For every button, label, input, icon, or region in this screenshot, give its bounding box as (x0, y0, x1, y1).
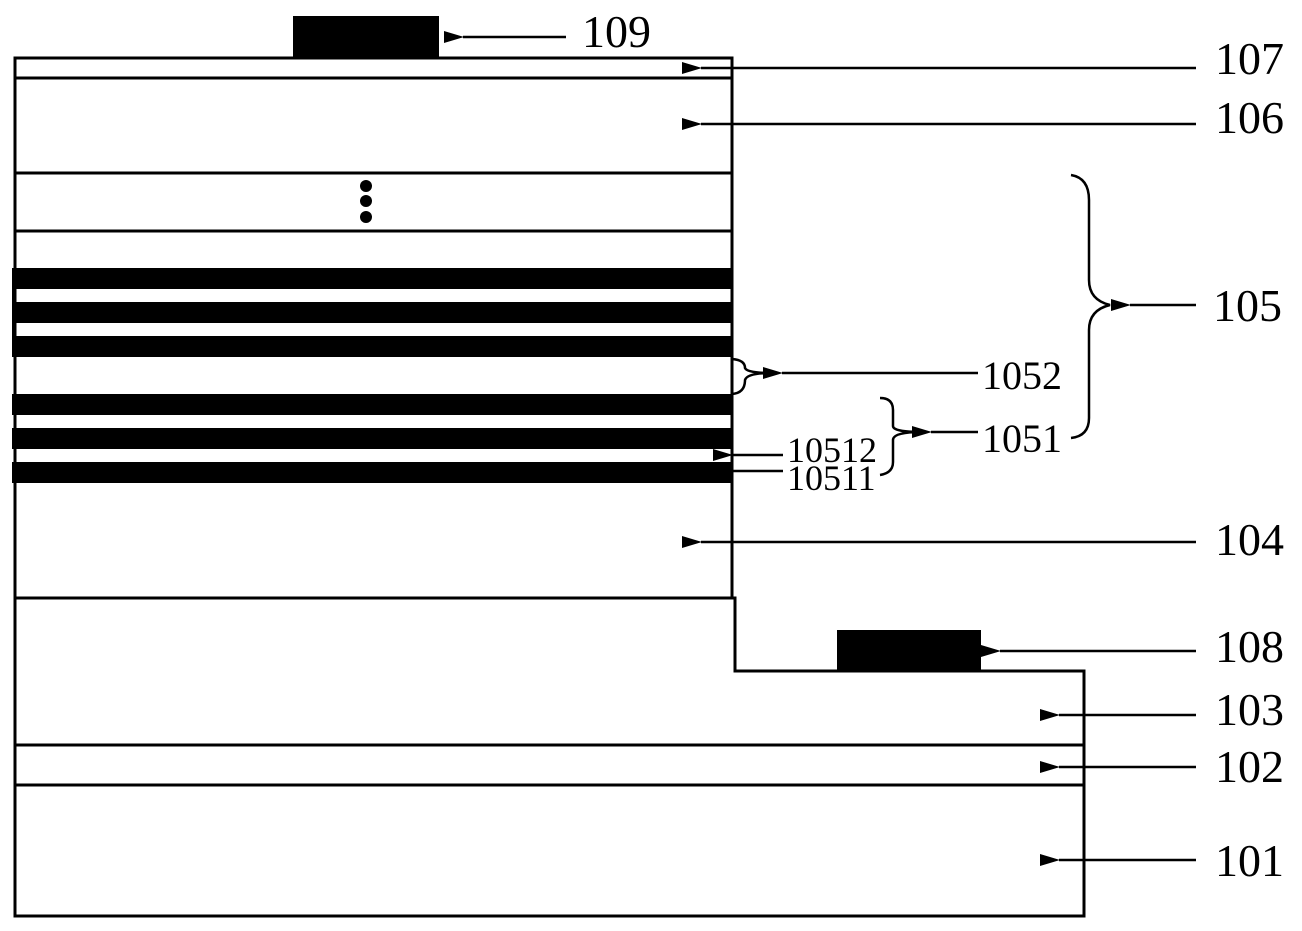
label-108: 108 (1215, 621, 1284, 672)
label-101: 101 (1215, 835, 1284, 886)
label-10512: 10512 (787, 430, 877, 470)
braces (731, 173, 1111, 477)
label-1051: 1051 (982, 416, 1062, 461)
dot (360, 180, 372, 192)
electrode-108 (837, 630, 981, 671)
quantum-well-bars (12, 268, 732, 483)
brace-1052 (731, 357, 773, 396)
label-107: 107 (1215, 33, 1284, 84)
layer-101-substrate (13, 783, 1086, 918)
leader-arrows (444, 31, 1196, 866)
well-bar (12, 302, 732, 323)
ellipsis-dots (360, 180, 372, 223)
upper-stack-outline (13, 56, 734, 598)
label-1052: 1052 (982, 353, 1062, 398)
electrode-109 (293, 16, 439, 58)
well-bar (12, 394, 732, 415)
well-bar (12, 428, 732, 449)
brace-105 (1070, 173, 1111, 440)
layer-102 (13, 743, 1086, 787)
label-104: 104 (1215, 514, 1284, 565)
label-106: 106 (1215, 92, 1284, 143)
layer-103-mesa (13, 596, 1086, 745)
label-103: 103 (1215, 684, 1284, 735)
dot (360, 195, 372, 207)
label-102: 102 (1215, 741, 1284, 792)
label-105: 105 (1213, 280, 1282, 331)
well-bar (12, 268, 732, 289)
label-10511: 10511 (787, 458, 876, 498)
device-outline (13, 56, 1086, 918)
label-109: 109 (582, 6, 651, 57)
labels: 109 107 106 105 1052 1051 10512 10511 10… (582, 6, 1284, 886)
well-bar (12, 462, 732, 483)
well-bar (12, 336, 732, 357)
brace-1051 (879, 396, 923, 477)
left-edge-mark (12, 268, 15, 357)
dot (360, 211, 372, 223)
